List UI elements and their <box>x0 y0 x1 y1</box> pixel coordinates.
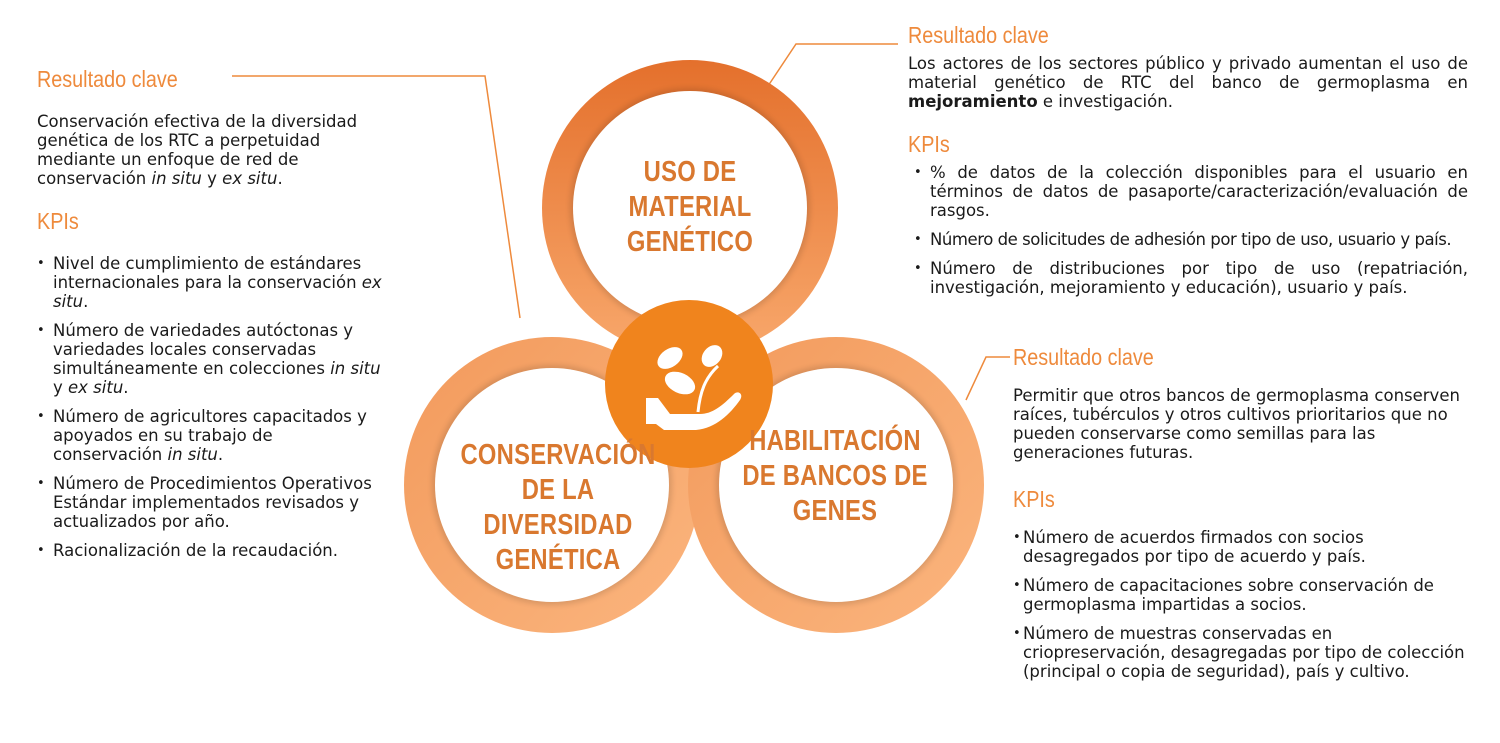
top-right-result-title: Resultado clave <box>908 22 1049 48</box>
left-kpi2-em1: in situ <box>330 359 381 378</box>
top-right-kpis-title: KPIs <box>908 131 950 157</box>
left-kpi2-mid: y <box>53 378 69 397</box>
left-desc-em-2: ex situ <box>222 169 278 188</box>
top-right-kpi-item: Número de solicitudes de adhesión por ti… <box>914 230 1468 249</box>
left-kpi-item: Racionalización de la recaudación. <box>37 541 387 560</box>
bottom-right-kpi-list: Número de acuerdos firmados con socios d… <box>1013 528 1469 681</box>
left-kpi1-text: Nivel de cumplimiento de estándares inte… <box>53 254 362 292</box>
leader-line-bottom-right <box>965 356 1010 401</box>
top-right-desc-bold: mejoramiento <box>908 92 1038 111</box>
circle-right-line1: HABILITACIÓN <box>749 425 921 457</box>
left-kpi1-em: ex situ <box>53 273 382 311</box>
left-kpi1-end: . <box>83 292 89 311</box>
circle-right-line2: DE BANCOS DE <box>742 460 928 492</box>
bottom-right-result-desc: Permitir que otros bancos de germoplasma… <box>1013 386 1460 462</box>
left-result-title: Resultado clave <box>37 66 178 92</box>
left-kpi2-em2: ex situ <box>68 378 124 397</box>
left-result-desc: Conservación efectiva de la diversidad g… <box>37 112 387 188</box>
left-kpi3-end: . <box>217 445 224 464</box>
left-panel: Resultado clave Conservación efectiva de… <box>37 66 387 570</box>
circle-top-inner <box>573 91 807 325</box>
plant-in-hand-icon <box>646 345 742 430</box>
left-kpi-item: Número de Procedimientos Operativos Está… <box>37 474 387 531</box>
bottom-right-kpi-item: Número de muestras conservadas en criopr… <box>1013 624 1469 681</box>
circle-right-label: HABILITACIÓN DE BANCOS DE GENES <box>737 424 934 529</box>
left-kpi4-text: Número de Procedimientos Operativos Está… <box>53 474 372 531</box>
left-kpi3-em: in situ <box>167 445 218 464</box>
top-right-kpi-list: % de datos de la colección disponibles p… <box>914 163 1468 297</box>
left-desc-text-3: . <box>277 169 283 188</box>
top-right-kpi-item: % de datos de la colección disponibles p… <box>914 163 1468 220</box>
left-desc-text-2: y <box>201 169 223 188</box>
circle-left-label: CONSERVACIÓN DE LA DIVERSIDAD GENÉTICA <box>451 438 664 578</box>
left-kpi-item: Número de variedades autóctonas y varied… <box>37 321 387 397</box>
left-kpi5-text: Racionalización de la recaudación. <box>53 541 338 560</box>
left-desc-text-1: Conservación efectiva de la diversidad g… <box>37 112 358 188</box>
circle-right-inner <box>719 368 953 602</box>
leader-line-top-right <box>767 43 898 87</box>
left-kpi2-end: . <box>123 378 129 397</box>
circle-left-line1: CONSERVACIÓN <box>460 439 656 471</box>
left-kpi-item: Nivel de cumplimiento de estándares inte… <box>37 254 387 311</box>
circle-top-label: USO DE MATERIAL GENÉTICO <box>608 155 772 260</box>
top-right-kpi-item: Número de distribuciones por tipo de uso… <box>914 259 1468 297</box>
circle-left-line2: DE LA DIVERSIDAD <box>483 474 633 541</box>
circle-top-line1: USO DE <box>643 156 737 188</box>
circle-right-line3: GENES <box>792 495 878 527</box>
bottom-right-kpi-item: Número de capacitaciones sobre conservac… <box>1013 576 1469 614</box>
left-kpi-list: Nivel de cumplimiento de estándares inte… <box>37 254 387 560</box>
left-desc-em-1: in situ <box>151 169 202 188</box>
top-right-result-desc: Los actores de los sectores público y pr… <box>908 54 1468 111</box>
top-right-panel: Resultado clave Los actores de los secto… <box>908 22 1468 307</box>
bottom-right-panel: Resultado clave Permitir que otros banco… <box>1013 344 1469 691</box>
left-kpi-item: Número de agricultores capacitados y apo… <box>37 407 387 464</box>
left-kpi2-text: Número de variedades autóctonas y varied… <box>53 321 354 378</box>
bottom-right-result-title: Resultado clave <box>1013 344 1154 370</box>
circle-left-inner <box>435 368 669 602</box>
left-kpi3-text: Número de agricultores capacitados y apo… <box>53 407 367 464</box>
circle-top-line2: MATERIAL <box>628 191 752 223</box>
bottom-right-kpis-title: KPIs <box>1013 486 1055 512</box>
top-right-desc-text-1: Los actores de los sectores público y pr… <box>908 54 1468 92</box>
top-right-desc-text-2: e investigación. <box>1037 92 1173 111</box>
leader-line-left <box>232 75 521 319</box>
bottom-right-kpi-item: Número de acuerdos firmados con socios d… <box>1013 528 1469 566</box>
circle-top-line3: GENÉTICO <box>626 226 754 258</box>
left-kpis-title: KPIs <box>37 208 79 234</box>
circle-left-line3: GENÉTICA <box>495 544 621 576</box>
